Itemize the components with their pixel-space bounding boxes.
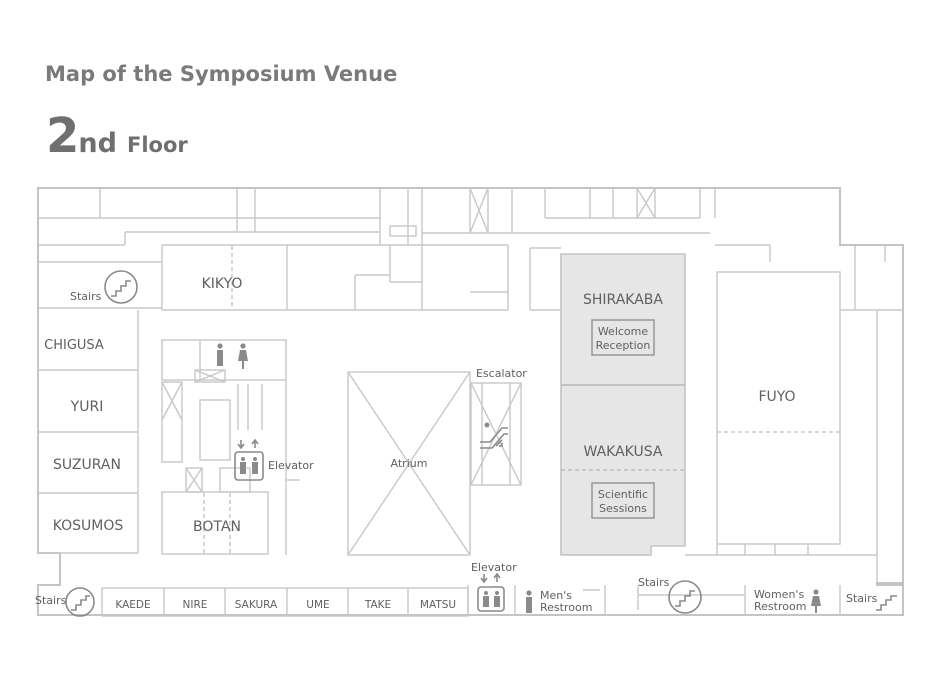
room-yuri-label: YURI <box>70 399 104 415</box>
elevator-label: Elevator <box>471 561 517 574</box>
room-matsu-label: MATSU <box>420 599 456 611</box>
room-chigusa-label: CHIGUSA <box>44 338 104 353</box>
fuyo-hall <box>685 244 903 583</box>
escalator-label: Escalator <box>476 367 527 380</box>
central-core <box>161 339 300 555</box>
scientific-sessions-label-line2: Sessions <box>599 502 647 515</box>
stairs-icon <box>104 270 138 304</box>
welcome-reception-label-line1: Welcome <box>598 325 649 338</box>
floor-suffix: nd <box>78 128 117 159</box>
mens-restroom-label-line2: Restroom <box>540 601 592 614</box>
mens-restroom-icon <box>526 590 532 613</box>
stairs-label: Stairs <box>70 290 102 303</box>
room-take-label: TAKE <box>364 599 391 611</box>
floor-number: 2 <box>46 108 79 164</box>
room-ume-label: UME <box>306 599 329 611</box>
elevator-icon <box>234 438 264 481</box>
west-wing <box>37 244 509 554</box>
stairs-icon <box>876 595 897 611</box>
womens-restroom-icon <box>238 343 248 369</box>
room-sakura-label: SAKURA <box>235 599 278 611</box>
mens-restroom-label-line1: Men's <box>540 589 572 602</box>
mens-restroom-icon <box>217 343 223 366</box>
stairs-label: Stairs <box>846 592 878 605</box>
elevator-icon <box>477 572 505 612</box>
stairs-label: Stairs <box>638 576 670 589</box>
stairs-label: Stairs <box>35 594 67 607</box>
welcome-reception-label-line2: Reception <box>596 339 651 352</box>
floor-heading: 2nd Floor <box>46 108 188 164</box>
room-shirakaba-label: SHIRAKABA <box>583 292 663 308</box>
page-title: Map of the Symposium Venue <box>45 62 398 86</box>
atrium-label: Atrium <box>391 457 428 470</box>
stairs-icon <box>668 580 702 614</box>
elevator-label: Elevator <box>268 459 314 472</box>
room-botan-label: BOTAN <box>193 519 241 535</box>
room-kikyo-label: KIKYO <box>202 276 243 292</box>
room-kaede-label: KAEDE <box>115 599 150 611</box>
womens-restroom-label-line1: Women's <box>754 588 804 601</box>
room-suzuran-label: SUZURAN <box>53 457 121 473</box>
room-wakakusa-label: WAKAKUSA <box>584 444 663 460</box>
atrium-area <box>347 371 471 556</box>
room-fuyo-label: FUYO <box>758 389 795 405</box>
escalator-icon <box>480 422 508 449</box>
event-halls <box>529 247 686 556</box>
womens-restroom-icon <box>811 589 821 613</box>
room-nire-label: NIRE <box>183 599 208 611</box>
womens-restroom-label-line2: Restroom <box>754 600 806 613</box>
floor-word: Floor <box>126 133 188 157</box>
building-outline <box>37 187 904 616</box>
room-kosumos-label: KOSUMOS <box>53 518 124 534</box>
top-service-area <box>38 187 716 246</box>
stairs-icon <box>65 587 95 617</box>
south-wing <box>101 585 841 617</box>
scientific-sessions-label-line1: Scientific <box>598 488 648 501</box>
